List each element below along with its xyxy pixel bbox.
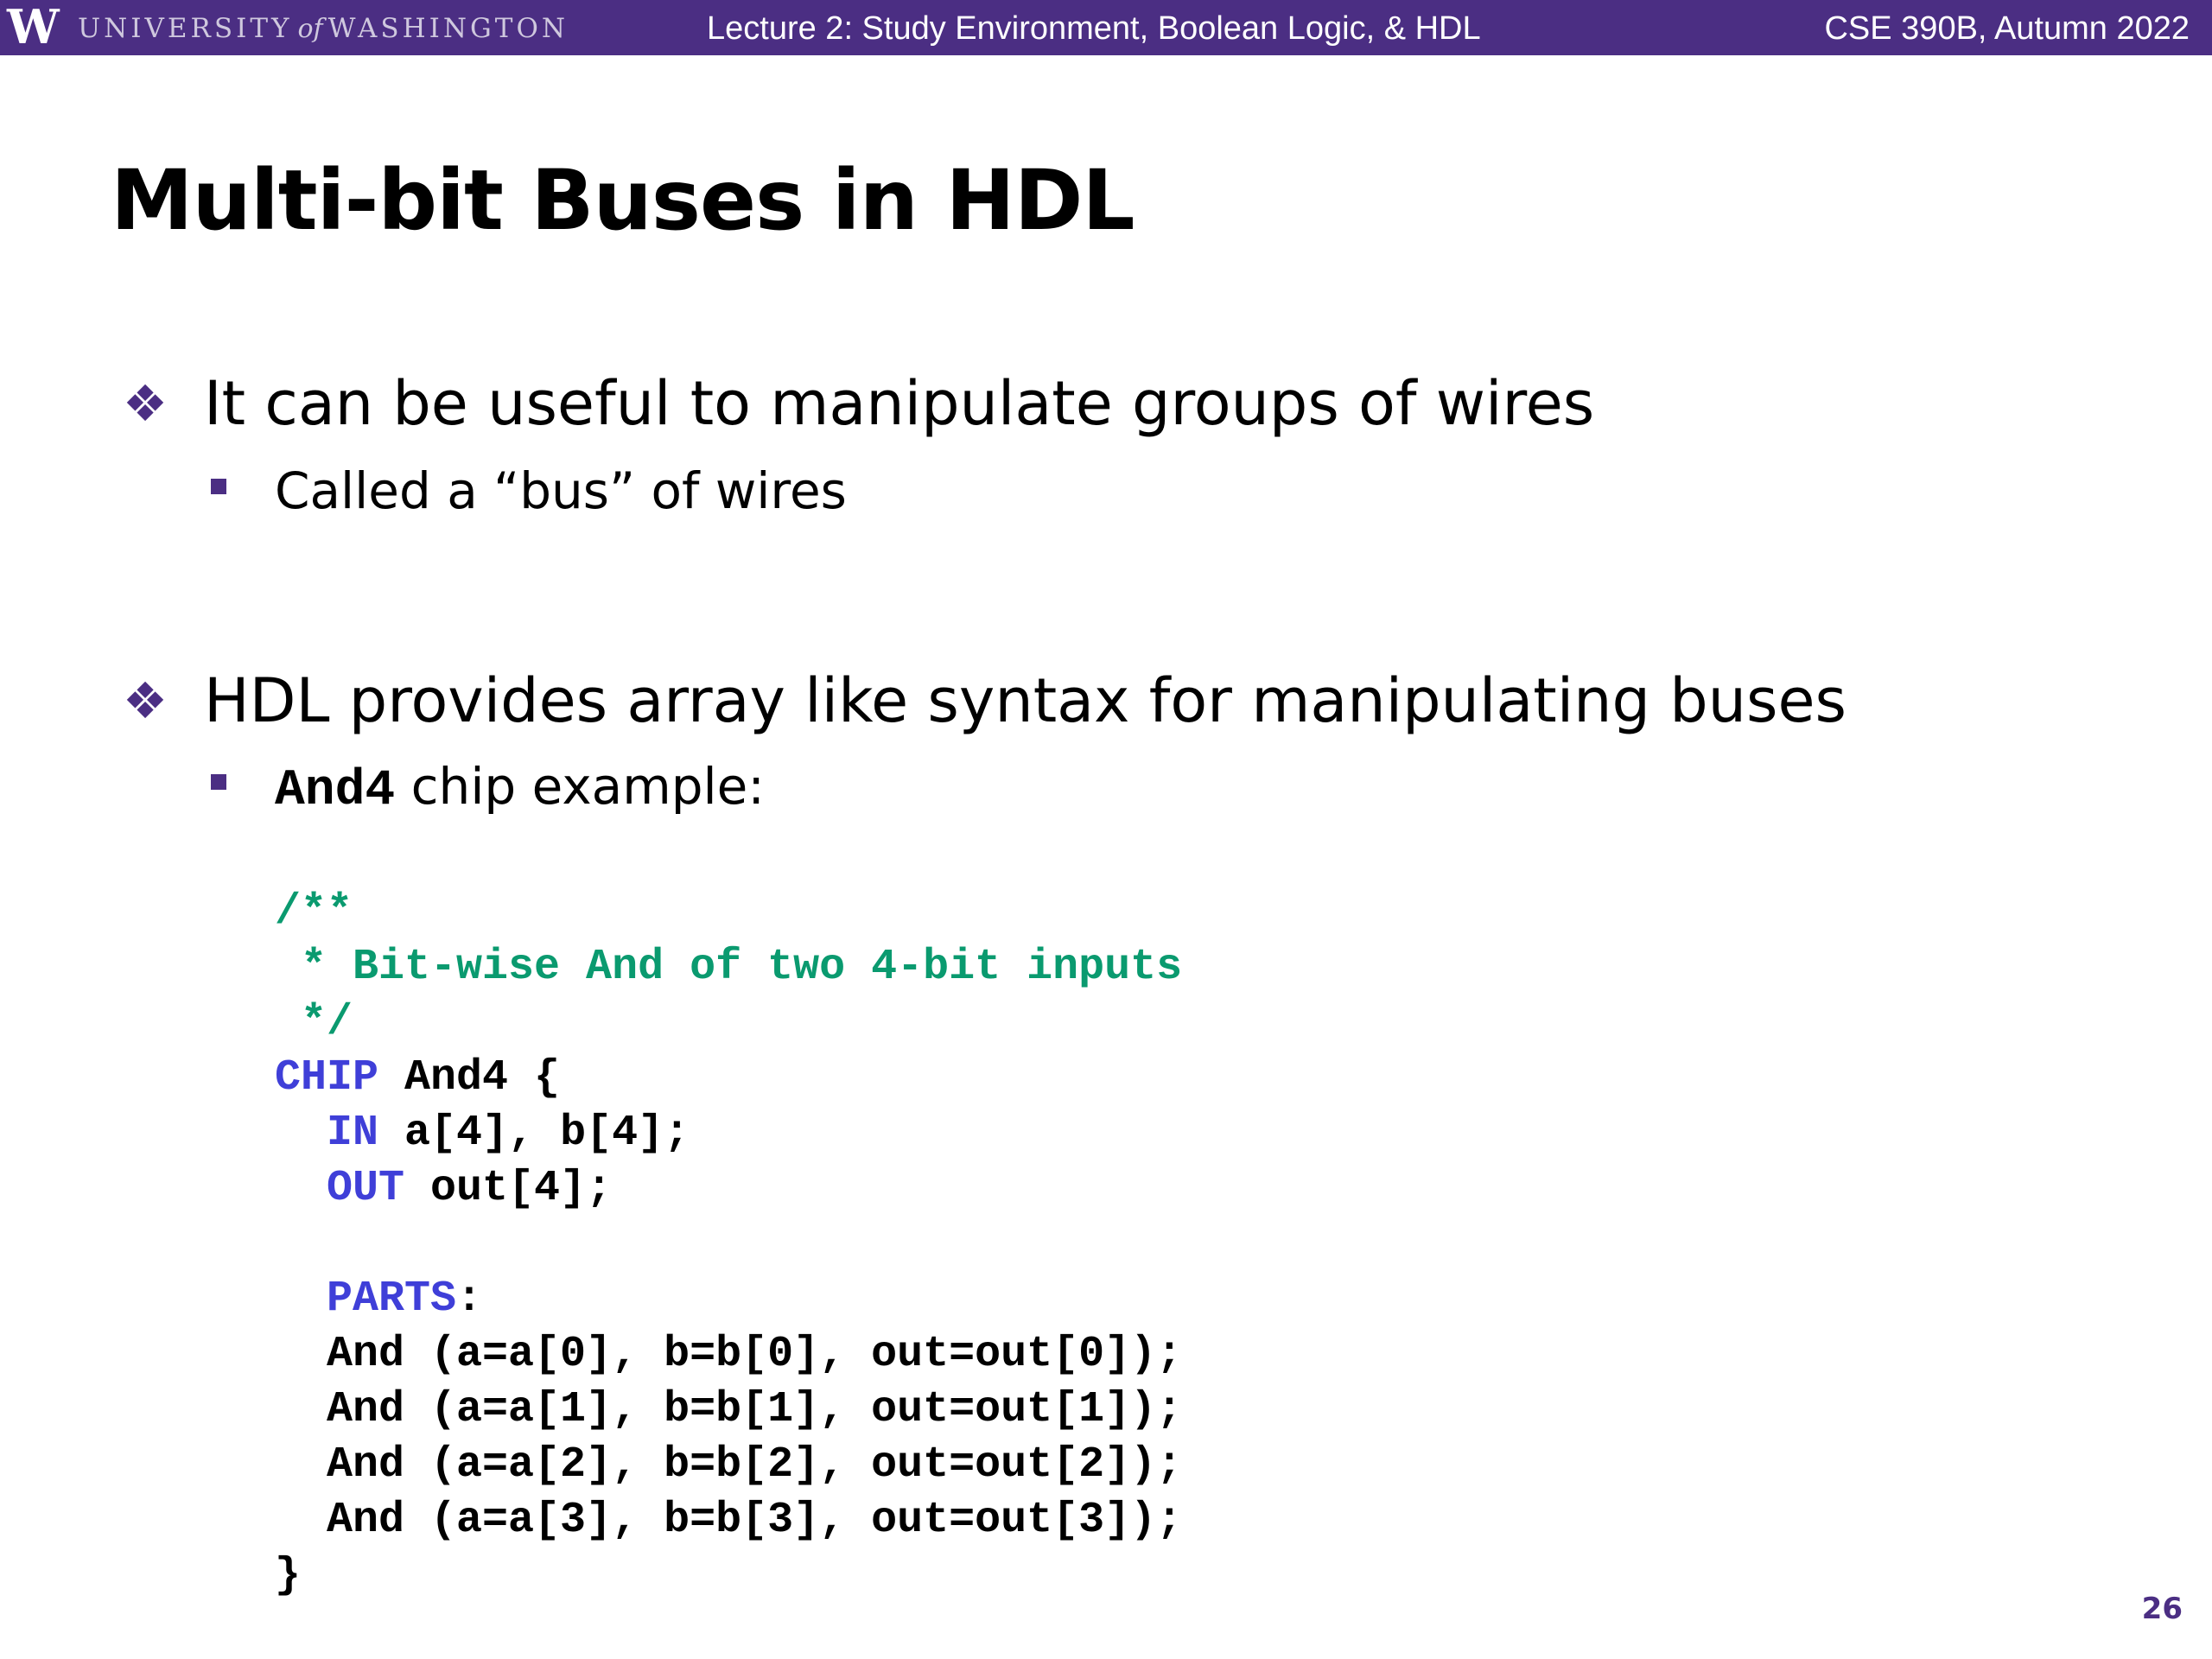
lecture-title: Lecture 2: Study Environment, Boolean Lo… <box>707 10 1481 47</box>
bullet-2-text: HDL provides array like syntax for manip… <box>204 665 1847 736</box>
code-keyword-parts: PARTS <box>275 1274 457 1324</box>
code-chip-rest: And4 { <box>378 1053 561 1103</box>
uw-logo: W <box>7 0 60 54</box>
bullet-2: ❖ HDL provides array like syntax for man… <box>123 662 1847 740</box>
code-out-rest: out[4]; <box>404 1164 613 1213</box>
code-in-rest: a[4], b[4]; <box>378 1109 690 1158</box>
chip-name-code: And4 <box>275 763 396 819</box>
diamond-bullet-icon: ❖ <box>123 374 168 433</box>
code-parts-line: PARTS: <box>275 1272 1182 1327</box>
code-comment-open: /** <box>275 887 353 937</box>
code-keyword-in: IN <box>275 1109 379 1158</box>
sub-bullet-2-text: chip example: <box>395 757 765 816</box>
code-close-brace: } <box>275 1551 302 1600</box>
code-blank-line <box>275 1217 1182 1272</box>
code-part-line: And (a=a[0], b=b[0], out=out[0]); <box>275 1330 1183 1379</box>
slide-title: Multi-bit Buses in HDL <box>111 152 1135 249</box>
code-chip-line: CHIP And4 { <box>275 1051 1182 1106</box>
university-of: of <box>297 14 323 44</box>
square-bullet-icon <box>211 774 226 790</box>
code-parts-rest: : <box>456 1274 483 1324</box>
course-label: CSE 390B, Autumn 2022 <box>1824 10 2190 47</box>
code-part-line: And (a=a[2], b=b[2], out=out[2]); <box>275 1440 1183 1490</box>
code-out-line: OUT out[4]; <box>275 1161 1182 1217</box>
bullet-1-text: It can be useful to manipulate groups of… <box>204 368 1595 439</box>
square-bullet-icon <box>211 479 226 494</box>
code-keyword-out: OUT <box>275 1164 405 1213</box>
bullet-1: ❖ It can be useful to manipulate groups … <box>123 365 1595 442</box>
code-comment-body: * Bit-wise And of two 4-bit inputs <box>275 943 1183 992</box>
sub-bullet-2: And4 chip example: <box>211 753 765 824</box>
university-prefix: UNIVERSITY <box>78 13 293 44</box>
code-in-line: IN a[4], b[4]; <box>275 1106 1182 1161</box>
university-suffix: WASHINGTON <box>327 13 569 44</box>
code-part-line: And (a=a[3], b=b[3], out=out[3]); <box>275 1496 1183 1545</box>
sub-bullet-1-text: Called a “bus” of wires <box>275 461 847 520</box>
page-number: 26 <box>2141 1592 2183 1626</box>
code-part-line: And (a=a[1], b=b[1], out=out[1]); <box>275 1385 1183 1434</box>
hdl-code-block: /** * Bit-wise And of two 4-bit inputs *… <box>275 885 1182 1604</box>
sub-bullet-1: Called a “bus” of wires <box>211 458 847 524</box>
diamond-bullet-icon: ❖ <box>123 671 168 730</box>
code-keyword-chip: CHIP <box>275 1053 379 1103</box>
code-comment-close: */ <box>275 998 353 1047</box>
